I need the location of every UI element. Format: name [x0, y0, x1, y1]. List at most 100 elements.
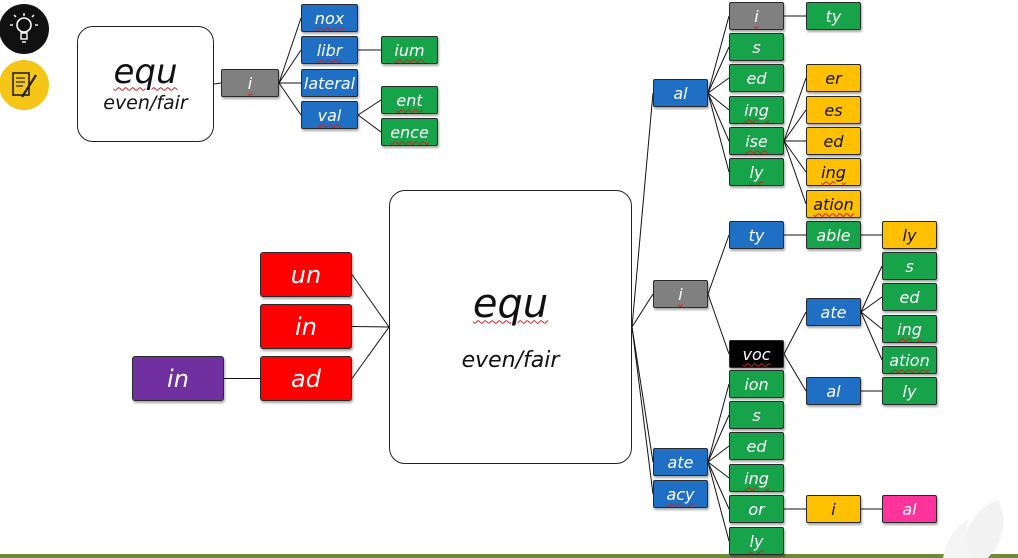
morpheme-box-or-i: i [806, 495, 861, 523]
connector-line [631, 293, 654, 328]
connector-line [860, 311, 883, 330]
connector-line [278, 17, 302, 84]
connector-line [783, 140, 807, 205]
morpheme-label: ing [897, 319, 922, 339]
morpheme-box-al-i-ty: ty [806, 2, 861, 30]
morpheme-label: i [247, 73, 253, 93]
morpheme-box-ise-es: es [806, 96, 861, 124]
morpheme-label: acy [666, 484, 695, 504]
morpheme-label: ly [902, 225, 917, 245]
morpheme-box-voc-ate: ate [806, 298, 861, 326]
morpheme-label: ly [749, 162, 764, 182]
morpheme-label: un [290, 260, 322, 289]
morpheme-label: ed [899, 287, 920, 307]
morpheme-box-ate-ing: ing [882, 315, 937, 343]
morpheme-box-al-ly: ly [729, 158, 784, 186]
morpheme-label: voc [742, 344, 771, 364]
morpheme-box-al-ed: ed [729, 64, 784, 92]
connector-line [707, 77, 730, 94]
connector-line [707, 293, 730, 355]
morpheme-label: ion [744, 374, 769, 394]
morpheme-label: ation [813, 194, 854, 214]
morpheme-box-p-ad: ad [260, 356, 352, 401]
lightbulb-icon [0, 4, 49, 54]
morpheme-label: ent [396, 90, 423, 110]
morpheme-label: ate [667, 452, 694, 472]
morpheme-box-ate: ate [653, 448, 708, 476]
connector-line [707, 234, 730, 295]
connector-line [707, 383, 730, 463]
connector-line [357, 114, 382, 133]
morpheme-label: or [748, 499, 765, 519]
morpheme-box-t-ium: ium [381, 36, 438, 64]
morpheme-box-ise-ed: ed [806, 127, 861, 155]
connector-line [783, 140, 807, 173]
morpheme-box-al-ing: ing [729, 96, 784, 124]
morpheme-label: ate [820, 302, 847, 322]
morpheme-label: ed [746, 68, 767, 88]
morpheme-box-ate-s: s [882, 252, 937, 280]
morpheme-label: lateral [303, 73, 356, 93]
connector-line [783, 77, 807, 142]
root-meaning: even/fair [103, 91, 188, 114]
morpheme-label: i [678, 284, 683, 304]
watermark-logo [943, 500, 1004, 558]
footer-line [0, 554, 1018, 558]
morpheme-box-voc-al-ly: ly [882, 377, 937, 405]
connector-line [631, 92, 654, 328]
morpheme-label: al [902, 499, 917, 519]
morpheme-box-ate-ation: ation [882, 346, 937, 374]
morpheme-label: in [295, 312, 317, 341]
morpheme-label: s [752, 37, 761, 57]
connector-line [707, 92, 730, 142]
morpheme-label: i [831, 499, 836, 519]
morpheme-box-al-i: i [729, 2, 784, 30]
morpheme-label: ium [394, 40, 425, 60]
morpheme-label: ly [749, 531, 764, 551]
morpheme-box-t-i: i [221, 69, 279, 97]
root-word: equ [113, 52, 178, 93]
morpheme-box-ate-ed: ed [882, 283, 937, 311]
connector-line [351, 326, 390, 328]
main-root-box: equ even/fair [389, 190, 632, 464]
connector-line [278, 49, 302, 84]
morpheme-box-ise-ation: ation [806, 190, 861, 218]
morpheme-label: s [905, 256, 914, 276]
morpheme-label: ed [823, 131, 844, 151]
root-word: equ [472, 280, 549, 327]
connector-line [707, 414, 730, 463]
morpheme-box-ate2-s: s [729, 401, 784, 429]
connector-line [783, 353, 807, 392]
morpheme-box-ty-able: able [806, 221, 861, 249]
morpheme-label: ence [390, 122, 429, 142]
connector-line [707, 92, 730, 111]
morpheme-box-p-un: un [260, 252, 352, 297]
morpheme-box-t-nox: nox [301, 4, 358, 32]
notepad-icon [0, 60, 49, 110]
morpheme-label: able [816, 225, 851, 245]
morpheme-box-i-ty: ty [729, 221, 784, 249]
morpheme-box-or-i-al: al [882, 495, 937, 523]
morpheme-label: val [317, 105, 342, 125]
morpheme-box-t-lateral: lateral [301, 69, 358, 97]
morpheme-box-voc: voc [729, 340, 784, 368]
morpheme-label: ty [748, 225, 765, 245]
morpheme-box-al-s: s [729, 33, 784, 61]
connector-line [351, 274, 390, 328]
morpheme-box-ate2-ly: ly [729, 527, 784, 555]
morpheme-box-t-ence: ence [381, 118, 438, 146]
morpheme-label: in [167, 364, 189, 393]
morpheme-box-p-in2: in [132, 356, 224, 401]
morpheme-box-able-ly: ly [882, 221, 937, 249]
morpheme-box-t-libr: libr [301, 36, 358, 64]
morpheme-box-ate2-ing: ing [729, 464, 784, 492]
connector-line [278, 82, 302, 116]
morpheme-label: s [752, 405, 761, 425]
connector-line [860, 265, 883, 313]
morpheme-box-ise-ing: ing [806, 158, 861, 186]
morpheme-label: es [824, 100, 843, 120]
connector-line [707, 461, 730, 542]
connector-line [860, 296, 883, 313]
connector-line [783, 109, 807, 142]
